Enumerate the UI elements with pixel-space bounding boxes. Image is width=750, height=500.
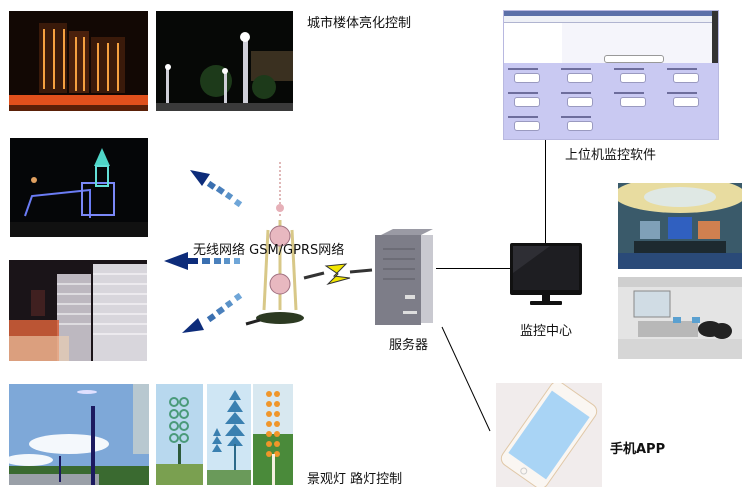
side-panel	[712, 11, 718, 63]
control-room-photo-2	[618, 277, 742, 359]
landscape-lamp-image-3	[253, 384, 293, 485]
landscape-light-photo-1	[156, 384, 203, 485]
wireless-arrows	[164, 162, 373, 333]
control-room-image	[618, 183, 742, 269]
landscape-light-photo-2	[207, 384, 251, 485]
building-lighting-photo-1	[9, 11, 148, 111]
phone-photo	[496, 383, 602, 487]
tv-tower-icon	[245, 162, 304, 326]
monitoring-software-screenshot	[503, 10, 719, 140]
monitoring-center-label: 监控中心	[520, 324, 573, 339]
server-phone-line	[441, 326, 491, 432]
smartphone-icon	[496, 383, 602, 487]
server-monitor-line	[436, 268, 512, 269]
landscape-lamp-image-1	[156, 384, 203, 485]
arrow-up-left-icon	[190, 170, 243, 208]
night-buildings-image	[9, 11, 148, 111]
device-tree	[504, 23, 562, 63]
lit-pagoda-image	[10, 138, 148, 237]
search-field	[604, 55, 664, 63]
city-towers-photo	[9, 260, 147, 361]
device-grid	[506, 66, 716, 136]
landscape-light-photo-3	[253, 384, 293, 485]
operators-room-image	[618, 277, 742, 359]
window-titlebar	[504, 11, 718, 16]
building-lighting-label: 城市楼体亮化控制	[307, 16, 412, 31]
city-towers-image	[9, 260, 147, 361]
landscape-lamp-image-2	[207, 384, 251, 485]
monitor-software-line	[545, 138, 546, 246]
arrow-down-left-icon	[182, 292, 243, 333]
pagoda-lighting-photo	[10, 138, 148, 237]
monitor-icon	[510, 243, 582, 305]
wireless-network-label: 无线网络 GSM/GPRS网络	[193, 243, 345, 258]
building-lighting-photo-2	[156, 11, 293, 111]
server-tower-icon	[375, 229, 433, 325]
street-lamp-image	[9, 384, 149, 485]
mobile-app-label: 手机APP	[610, 442, 666, 457]
lightning-bolt-icon	[303, 263, 373, 285]
plaza-lamps-image	[156, 11, 293, 111]
host-software-label: 上位机监控软件	[565, 148, 657, 163]
street-light-photo	[9, 384, 149, 485]
window-toolbar	[504, 16, 718, 23]
control-room-photo-1	[618, 183, 742, 269]
arrow-left-icon	[164, 252, 240, 270]
server-label: 服务器	[389, 338, 429, 353]
landscape-street-lights-label: 景观灯 路灯控制	[307, 472, 403, 487]
